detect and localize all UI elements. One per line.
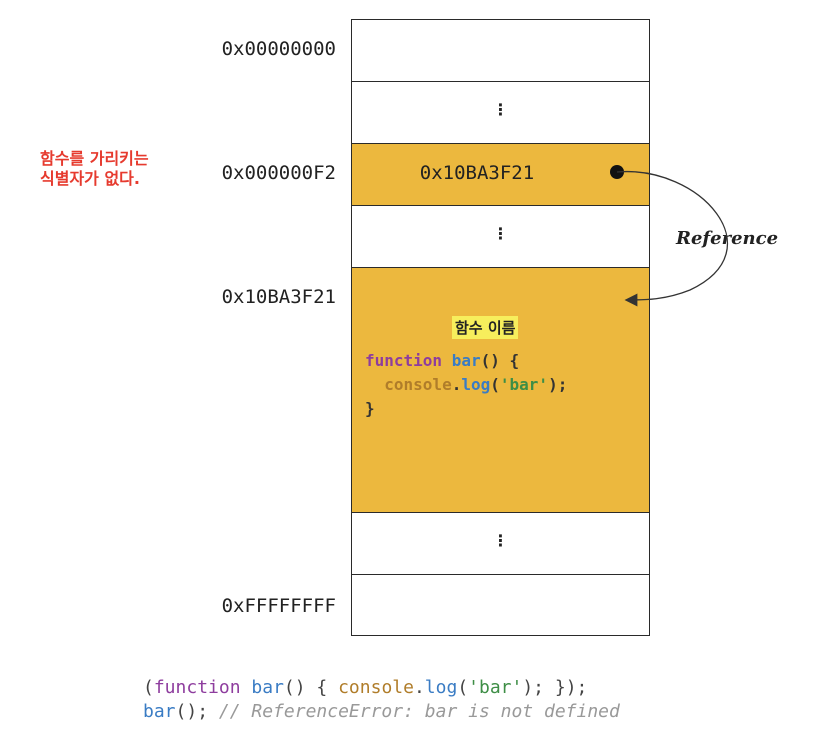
bottom-function-name: bar — [251, 677, 284, 698]
code-signature: () { — [480, 351, 520, 370]
reference-arrow-path — [616, 171, 728, 307]
bottom-code: (function bar() { console.log('bar'); })… — [143, 676, 620, 724]
memory-cell-gap-3: ⋮ — [351, 512, 650, 575]
bottom-method: log — [424, 677, 458, 698]
note-line-1: 함수를 가리키는 — [40, 149, 149, 168]
address-pointer: 0x000000F2 — [221, 162, 336, 184]
ellipsis-icon: ⋮ — [492, 224, 509, 243]
code-object: console — [384, 375, 452, 394]
bottom-keyword: function — [153, 677, 241, 698]
memory-cell-end — [351, 574, 650, 636]
code-function-name: bar — [451, 351, 481, 370]
function-name-label: 함수 이름 — [452, 316, 519, 339]
code-string: 'bar' — [499, 375, 549, 394]
bottom-string: 'bar' — [468, 677, 523, 698]
memory-cell-function — [351, 267, 650, 513]
function-code: function bar() { console.log('bar');} — [365, 349, 567, 421]
bottom-comment: // ReferenceError: bar is not defined — [218, 701, 620, 722]
address-function: 0x10BA3F21 — [221, 286, 336, 308]
bottom-code-line-2: bar(); // ReferenceError: bar is not def… — [143, 701, 620, 722]
address-start: 0x00000000 — [221, 38, 336, 60]
code-method: log — [461, 375, 491, 394]
ellipsis-icon: ⋮ — [492, 531, 509, 550]
code-line-3: } — [365, 399, 375, 418]
ellipsis-icon: ⋮ — [492, 100, 509, 119]
bottom-call: bar — [143, 701, 176, 722]
memory-cell-pointer: 0x10BA3F21 — [351, 143, 650, 206]
note-line-2: 식별자가 없다. — [40, 169, 140, 188]
no-identifier-note: 함수를 가리키는 식별자가 없다. — [40, 149, 149, 189]
code-keyword: function — [365, 351, 443, 370]
bottom-code-line-1: (function bar() { console.log('bar'); })… — [143, 677, 588, 698]
code-line-2: console.log('bar'); — [384, 375, 568, 394]
pointer-value: 0x10BA3F21 — [419, 162, 535, 184]
code-line-1: function bar() { — [365, 349, 567, 373]
bottom-object: console — [338, 677, 414, 698]
address-end: 0xFFFFFFFF — [221, 595, 336, 617]
